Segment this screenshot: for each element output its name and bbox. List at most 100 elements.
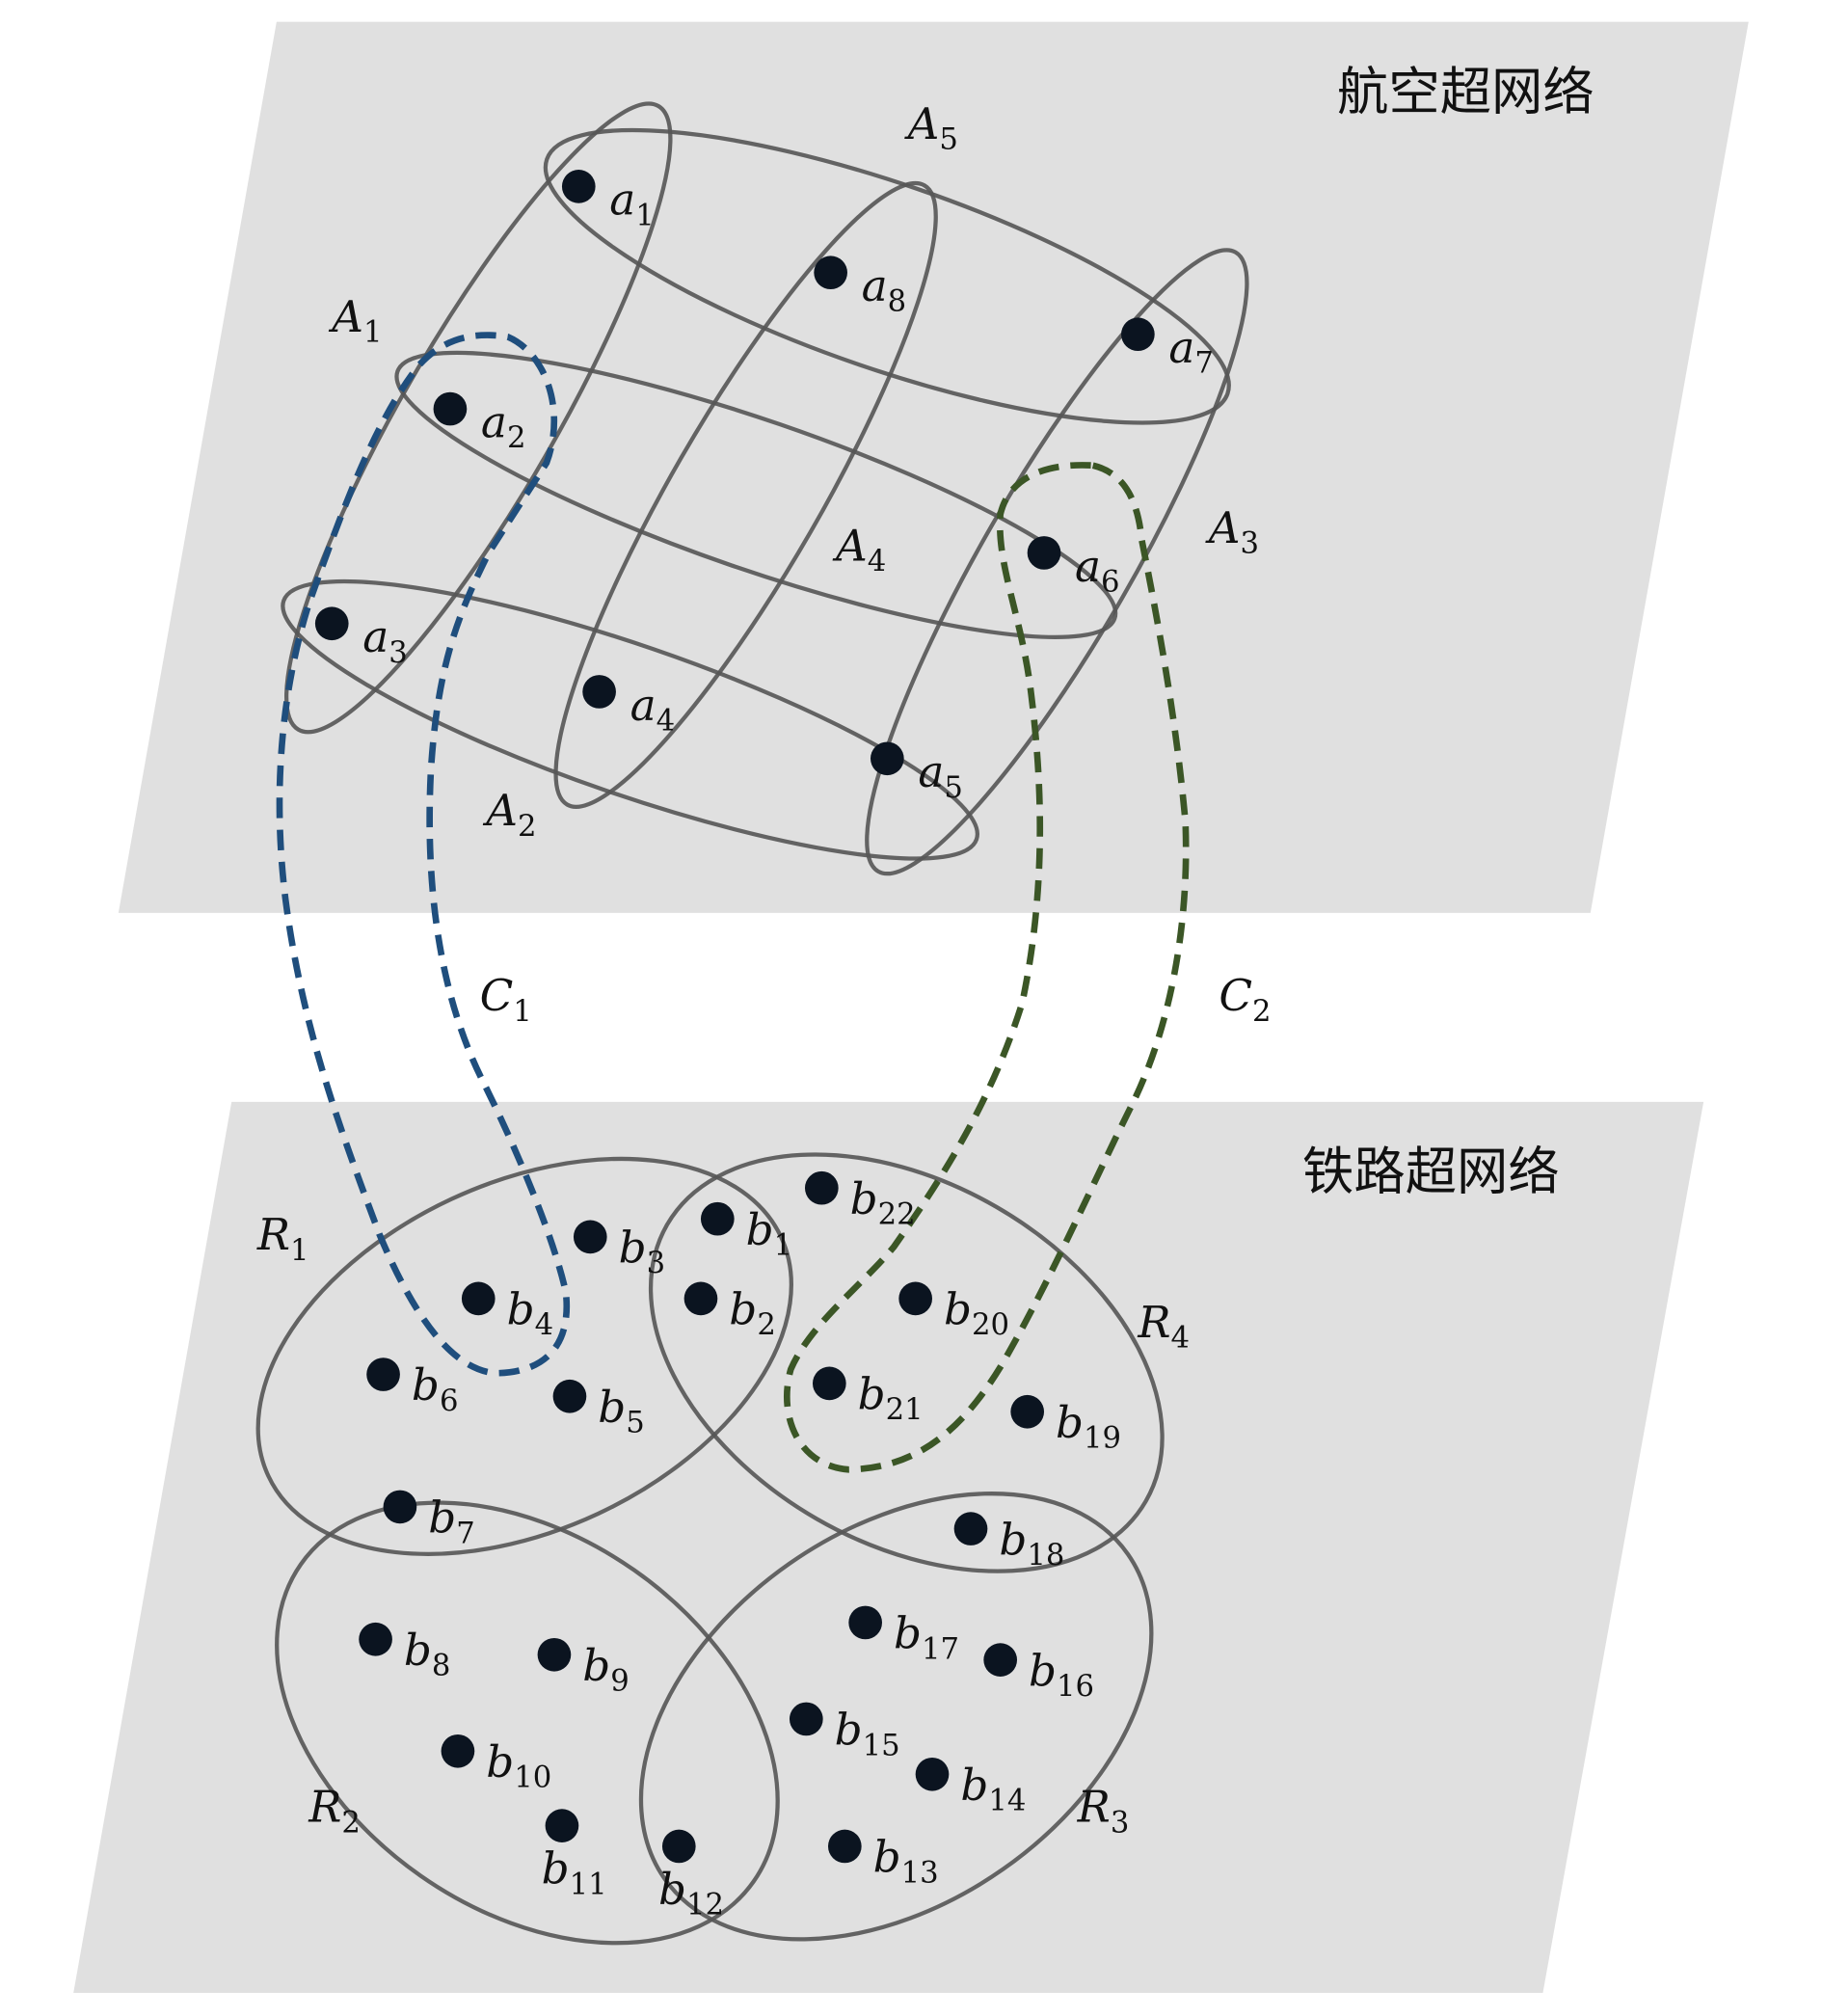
hyperedge-label-R3-subscript: 3	[1111, 1806, 1130, 1840]
hyperedge-label-A4-main: A	[832, 520, 868, 571]
node-label-b5-subscript: 5	[626, 1407, 645, 1440]
node-label-b7: b7	[428, 1492, 475, 1551]
node-label-b2: b2	[729, 1284, 776, 1343]
node-label-b11: b11	[542, 1843, 607, 1902]
node-label-a1-subscript: 1	[635, 199, 655, 232]
node-b1	[700, 1201, 735, 1236]
node-b2	[683, 1281, 718, 1316]
node-label-b18: b18	[999, 1514, 1064, 1572]
hyperedge-label-A2: A2	[482, 785, 536, 844]
node-b11	[545, 1809, 579, 1842]
node-a7	[1121, 317, 1155, 352]
hyperedge-label-R3-main: R	[1077, 1782, 1111, 1833]
node-b17	[848, 1605, 882, 1640]
node-label-b20-subscript: 20	[972, 1308, 1009, 1342]
hyperedge-label-R1-main: R	[256, 1209, 290, 1260]
node-label-a6: a6	[1075, 541, 1120, 600]
node-b8	[359, 1622, 392, 1656]
hyperedge-label-A5-subscript: 5	[939, 123, 958, 157]
node-label-b11-main: b	[542, 1843, 570, 1895]
node-label-b18-subscript: 18	[1027, 1539, 1064, 1572]
node-label-b6: b6	[412, 1359, 459, 1418]
node-label-b3: b3	[619, 1223, 666, 1281]
node-label-b18-main: b	[999, 1514, 1027, 1565]
node-label-b6-subscript: 6	[440, 1384, 459, 1418]
air-network-title: 航空超网络	[1337, 61, 1594, 121]
node-b18	[953, 1512, 988, 1546]
node-label-b17-main: b	[894, 1608, 922, 1659]
air-hyperedges	[281, 101, 1249, 876]
node-label-b14-subscript: 14	[988, 1785, 1026, 1818]
node-label-b16-subscript: 16	[1057, 1670, 1094, 1704]
nodes	[314, 170, 1155, 1864]
node-label-b7-main: b	[428, 1492, 456, 1544]
node-label-b17-subscript: 17	[922, 1632, 959, 1666]
hyperedge-label-A5-main: A	[904, 98, 940, 149]
node-label-b20-main: b	[944, 1284, 972, 1335]
node-label-b21-main: b	[858, 1369, 886, 1420]
node-a5	[870, 741, 904, 776]
node-label-b5: b5	[598, 1382, 645, 1440]
node-label-b13: b13	[873, 1832, 939, 1891]
node-label-b8-subscript: 8	[432, 1650, 451, 1683]
node-b19	[1010, 1394, 1045, 1429]
hyperedge-label-A1: A1	[328, 291, 382, 350]
hyperedge-label-A5: A5	[904, 98, 958, 157]
hyperedge-label-A1-subscript: 1	[363, 316, 383, 350]
hyperedge-label-R1-subscript: 1	[290, 1234, 309, 1268]
node-label-b4-main: b	[507, 1284, 535, 1335]
node-b10	[441, 1734, 475, 1768]
node-label-a4-main: a	[630, 680, 656, 731]
coupling-label-C1-main: C	[480, 970, 514, 1021]
node-label-b1-main: b	[746, 1204, 774, 1255]
node-label-b2-subscript: 2	[757, 1308, 776, 1342]
air-plane	[118, 21, 1749, 913]
node-label-a7: a7	[1168, 322, 1214, 381]
node-label-a7-main: a	[1168, 322, 1194, 373]
node-label-b1: b1	[746, 1204, 793, 1263]
node-label-b11-subscript: 11	[570, 1868, 607, 1901]
node-label-b12: b12	[658, 1864, 724, 1922]
node-label-b20: b20	[944, 1284, 1009, 1343]
node-label-b21: b21	[858, 1369, 924, 1428]
hyperedge-label-A2-main: A	[482, 785, 518, 836]
node-label-b19-main: b	[1056, 1397, 1084, 1448]
hyperedge-label-A3-main: A	[1205, 502, 1241, 553]
hyperedge-R3	[638, 1492, 1154, 1942]
hyperedge-label-A3-subscript: 3	[1240, 526, 1259, 560]
node-label-b12-subscript: 12	[686, 1889, 724, 1922]
node-label-a6-main: a	[1075, 541, 1101, 592]
node-label-a3-subscript: 3	[389, 636, 408, 670]
hyperedge-label-A3: A3	[1205, 502, 1259, 561]
coupling-label-C2: C2	[1219, 970, 1271, 1029]
node-label-a1-main: a	[609, 175, 635, 226]
node-label-b9-subscript: 9	[610, 1665, 630, 1699]
node-label-b6-main: b	[412, 1359, 440, 1411]
node-label-a3: a3	[362, 611, 408, 670]
hyperedge-label-A1-main: A	[328, 291, 363, 342]
node-b15	[789, 1702, 823, 1736]
hyperedge-label-R4-main: R	[1137, 1297, 1170, 1348]
node-label-b22-subscript: 22	[878, 1198, 916, 1232]
node-label-a1: a1	[609, 175, 655, 233]
node-label-a5-subscript: 5	[944, 771, 963, 805]
hyperedge-middle	[394, 350, 1118, 640]
node-label-b8-main: b	[404, 1625, 432, 1676]
node-label-b17: b17	[894, 1608, 959, 1667]
rail-network-title: 铁路超网络	[1302, 1142, 1560, 1202]
node-label-a8-subscript: 8	[888, 285, 907, 319]
hyperedge-label-R2: R2	[308, 1782, 361, 1841]
node-label-b7-subscript: 7	[456, 1517, 475, 1550]
node-a2	[433, 391, 468, 426]
coupling-label-C1-subscript: 1	[513, 995, 532, 1029]
node-b22	[804, 1170, 839, 1205]
hyperedge-A4	[553, 180, 938, 809]
node-label-b12-main: b	[658, 1864, 686, 1915]
node-label-b3-subscript: 3	[647, 1247, 666, 1280]
node-b5	[552, 1379, 587, 1413]
node-a1	[561, 170, 596, 203]
hyperedge-label-A4-subscript: 4	[868, 545, 887, 578]
node-label-b1-subscript: 1	[774, 1229, 793, 1263]
node-label-b3-main: b	[619, 1223, 647, 1274]
